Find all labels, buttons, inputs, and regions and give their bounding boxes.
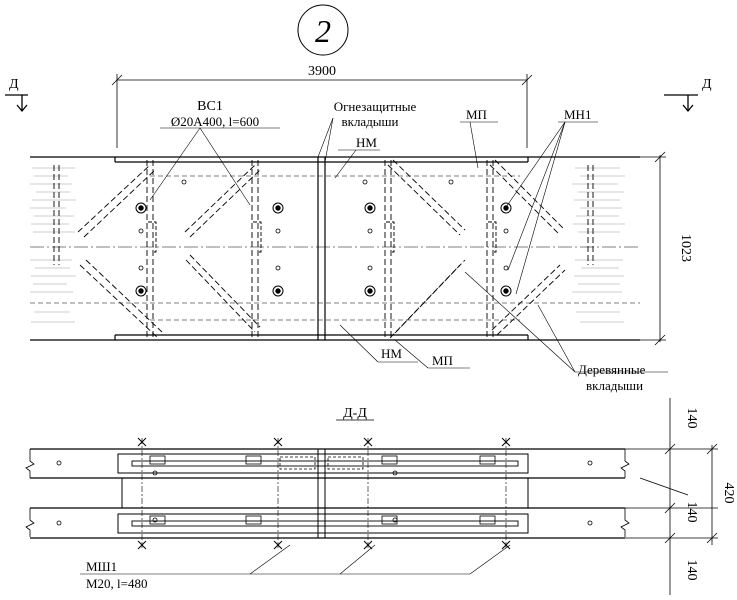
nm-bottom-label: НМ: [381, 346, 402, 361]
section-mark-right: [664, 94, 698, 113]
section-mark-right-label: Д: [702, 77, 712, 92]
length-dimension-value: 3900: [308, 64, 336, 79]
msh1-leaders: [80, 544, 511, 575]
dim-d3: 140: [684, 560, 699, 581]
nm-top-label: НМ: [356, 135, 377, 150]
wood-inserts-label: Деревянные: [578, 362, 646, 377]
dim-d1: 140: [684, 408, 699, 429]
vs1-label: ВС1: [197, 99, 223, 114]
fire-inserts-label: Огнезащитные: [334, 99, 417, 114]
mn1-label: МН1: [564, 107, 591, 122]
msh1-spec-label: М20, l=480: [86, 576, 148, 591]
height-dimension-value: 1023: [678, 234, 693, 262]
fire-inserts-label-2: вкладыши: [341, 114, 398, 129]
mp-bottom-label: МП: [432, 353, 453, 368]
dim-total: 420: [721, 483, 736, 504]
length-dimension: [111, 74, 533, 148]
wood-inserts-label-2: вкладыши: [586, 378, 643, 393]
plan-leaders: [149, 117, 668, 373]
section-dimensions: [625, 398, 718, 595]
sheet-number: 2: [315, 13, 331, 49]
mp-top-label: МП: [466, 107, 487, 122]
section-mark-left: [5, 94, 28, 113]
sheet-number-marker: 2: [297, 4, 349, 56]
vs1-spec-label: Ø20А400, l=600: [171, 114, 259, 129]
msh1-label: МШ1: [86, 559, 117, 574]
section-mark-left-label: Д: [9, 77, 19, 92]
section-view: [25, 437, 630, 550]
section-title: Д-Д: [343, 406, 367, 421]
dim-d2: 140: [684, 502, 699, 523]
plan-view: 1023: [30, 151, 693, 346]
